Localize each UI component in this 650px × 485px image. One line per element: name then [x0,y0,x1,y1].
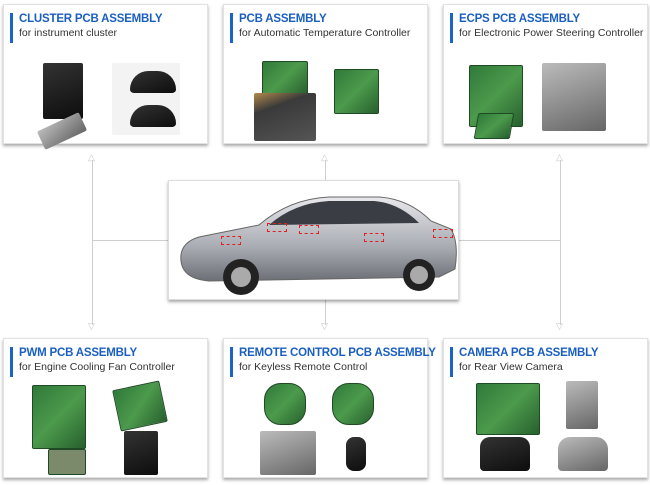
panel-title: CLUSTER PCB ASSEMBLY [19,13,163,25]
camera-mount-image [566,381,598,429]
panel-atc-pcb: PCB ASSEMBLY for Automatic Temperature Co… [223,4,428,144]
arrow-down-icon: ▽ [88,321,95,331]
arrow-up-icon: △ [556,152,563,162]
panel-cluster-pcb: CLUSTER PCB ASSEMBLY for instrument clust… [3,4,208,150]
pcb-location-marker [221,236,241,245]
arrow-up-icon: △ [321,152,328,162]
steering-column-image [542,63,606,131]
pcb-image [473,113,515,139]
pcb-image [32,385,86,449]
remote-disassembled-image [260,431,316,475]
panel-subtitle: for Automatic Temperature Controller [239,27,411,39]
panel-title: CAMERA PCB ASSEMBLY [459,347,599,359]
arrow-up-icon: △ [88,152,95,162]
pcb-image [334,69,379,114]
connector-right [560,160,561,325]
speedometer-image [43,63,83,119]
key-fob-image [346,437,366,471]
pcb-location-marker [299,225,319,234]
panel-camera-pcb: CAMERA PCB ASSEMBLY for Rear View Camera [443,338,648,478]
camera-image [558,437,608,471]
panel-title: PCB ASSEMBLY [239,13,327,25]
pcb-image [476,383,540,435]
arrow-down-icon: ▽ [556,321,563,331]
connector-left [92,160,93,325]
panel-subtitle: for Keyless Remote Control [239,361,368,373]
panel-subtitle: for instrument cluster [19,27,118,39]
pcb-location-marker [433,229,453,238]
panel-title: ECPS PCB ASSEMBLY [459,13,580,25]
arrow-down-icon: ▽ [321,321,328,331]
pcb-image [332,383,374,425]
pcb-image [112,380,168,432]
panel-remote-pcb: REMOTE CONTROL PCB ASSEMBLY for Keyless R… [223,338,436,478]
car-image [180,196,457,295]
control-panel-image [254,93,316,141]
panel-title: REMOTE CONTROL PCB ASSEMBLY [239,347,436,359]
pcb-location-marker [267,223,287,232]
camera-image [480,437,530,471]
panel-subtitle: for Engine Cooling Fan Controller [19,361,175,373]
panel-subtitle: for Rear View Camera [459,361,563,373]
pcb-image [264,383,306,425]
car-diagram [168,180,459,300]
panel-title: PWM PCB ASSEMBLY [19,347,137,359]
panel-subtitle: for Electronic Power Steering Controller [459,27,644,39]
cluster-image [112,63,180,135]
pcb-image [48,449,86,475]
panel-ecps-pcb: ECPS PCB ASSEMBLY for Electronic Power St… [443,4,648,144]
controller-image [124,431,158,475]
panel-pwm-pcb: PWM PCB ASSEMBLY for Engine Cooling Fan C… [3,338,208,478]
pcb-image [262,61,308,95]
pcb-location-marker [364,233,384,242]
